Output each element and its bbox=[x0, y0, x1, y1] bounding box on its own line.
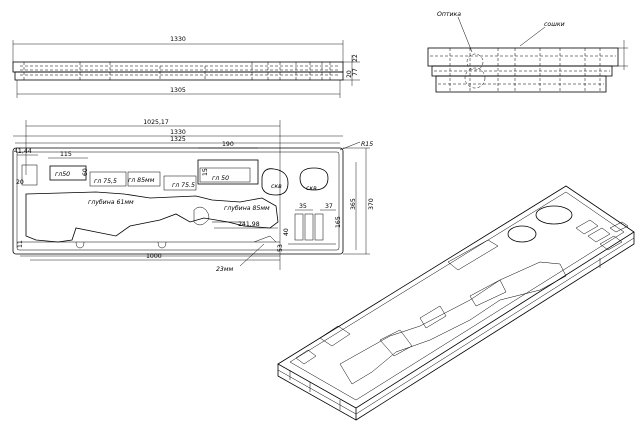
label-depth-85: глубина 85мм bbox=[224, 204, 270, 212]
iso-pocket-long bbox=[447, 239, 499, 271]
label-gl75-b: гл 75.5 bbox=[172, 182, 195, 189]
iso-pocket-small bbox=[319, 325, 351, 347]
plan-view: 1025,17 1330 1325 41,44 115 20 гл50 60 г… bbox=[12, 119, 375, 273]
label-radius: R15 bbox=[361, 141, 373, 148]
dim-1330-top: 1330 bbox=[170, 36, 186, 43]
iso-cavity-round-1 bbox=[535, 205, 573, 225]
tray-body-outline bbox=[14, 71, 344, 81]
side-top-outline bbox=[427, 47, 619, 67]
label-optika: Оптика bbox=[437, 11, 461, 18]
dim-241: 241,98 bbox=[238, 221, 260, 228]
dim-165: 165 bbox=[335, 216, 342, 228]
side-bottom-outline bbox=[435, 75, 607, 93]
slot-2 bbox=[304, 213, 314, 241]
dim-height-77: 77 bbox=[352, 68, 359, 76]
small-pocket-left bbox=[21, 164, 38, 186]
dim-365: 365 bbox=[350, 198, 357, 210]
label-gl85: гл 85мм bbox=[128, 177, 155, 184]
isometric-view bbox=[277, 185, 635, 421]
rifle-cavity-outline bbox=[25, 191, 279, 243]
tray-plan-inner bbox=[16, 151, 340, 251]
cavity-skv-1 bbox=[261, 168, 289, 196]
dim-53: 53 bbox=[277, 244, 284, 252]
dim-1000: 1000 bbox=[146, 253, 162, 260]
dim-60: 60 bbox=[82, 168, 89, 176]
label-23mm: 23мм bbox=[216, 266, 234, 273]
label-soshki: сошки bbox=[544, 21, 565, 28]
pocket-gl50-a bbox=[49, 165, 87, 181]
dim-20-left: 20 bbox=[16, 179, 24, 186]
dim-370: 370 bbox=[368, 198, 375, 210]
tray-top-outline bbox=[12, 61, 344, 73]
label-skv-2: скв bbox=[306, 185, 317, 192]
iso-cavity-round-2 bbox=[507, 225, 537, 243]
iso-inner-border bbox=[289, 191, 625, 401]
pocket-gl75-a bbox=[89, 171, 127, 187]
label-depth-61: глубина 61мм bbox=[88, 198, 134, 206]
dim-115: 115 bbox=[60, 151, 72, 158]
dim-37: 37 bbox=[325, 203, 333, 210]
dim-1305: 1305 bbox=[170, 87, 186, 94]
pocket-gl75-b bbox=[163, 175, 197, 191]
cavity-skv-2 bbox=[299, 167, 329, 191]
front-elevation-view: 1330 1305 20 77 22 bbox=[12, 36, 360, 98]
label-skv-1: скв bbox=[271, 183, 282, 190]
dim-35: 35 bbox=[299, 203, 307, 210]
tray-plan-outer bbox=[12, 147, 344, 255]
dim-1325: 1325 bbox=[170, 136, 186, 143]
dim-1025: 1025,17 bbox=[143, 119, 169, 126]
dim-15: 15 bbox=[202, 168, 209, 176]
scope-cavity-outline bbox=[466, 53, 484, 71]
dim-height-20: 20 bbox=[346, 70, 353, 78]
pocket-gl85 bbox=[127, 171, 161, 187]
dim-11: 11 bbox=[17, 240, 24, 248]
label-gl50-a: гл50 bbox=[55, 171, 70, 178]
label-gl75-a: гл 75,5 bbox=[94, 178, 117, 185]
iso-rifle-cavity bbox=[339, 261, 567, 385]
label-gl50-b: гл 50 bbox=[212, 175, 229, 182]
dim-41: 41,44 bbox=[14, 148, 32, 155]
dim-40: 40 bbox=[283, 228, 290, 236]
slot-1 bbox=[294, 213, 304, 241]
dim-1330-plan: 1330 bbox=[170, 129, 186, 136]
side-view: Оптика сошки bbox=[427, 11, 628, 93]
dim-height-22: 22 bbox=[352, 54, 359, 62]
slot-3 bbox=[314, 213, 324, 241]
iso-top-face bbox=[277, 185, 635, 409]
pocket-gl50-b bbox=[197, 159, 259, 185]
dim-190: 190 bbox=[222, 141, 234, 148]
